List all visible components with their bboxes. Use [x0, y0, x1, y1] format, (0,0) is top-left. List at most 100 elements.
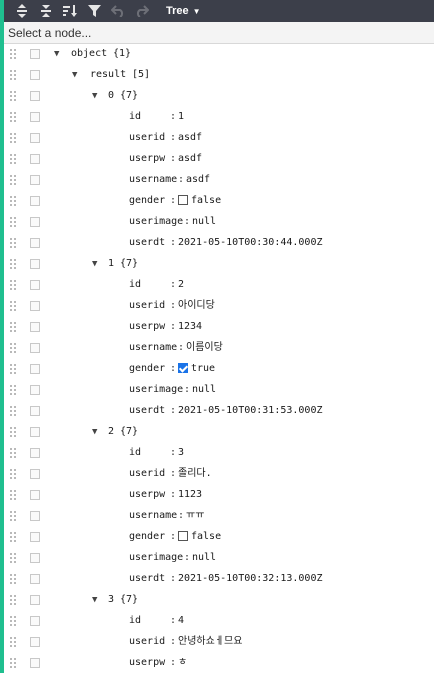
- node-key[interactable]: 3: [108, 594, 115, 605]
- expand-toggle-icon[interactable]: ▼: [92, 595, 98, 605]
- drag-handle-icon[interactable]: [10, 511, 18, 523]
- expand-toggle-icon[interactable]: ▼: [54, 49, 60, 59]
- context-menu-button[interactable]: [30, 364, 40, 374]
- field-value[interactable]: 4: [178, 615, 185, 626]
- field-value[interactable]: ㅎ: [178, 657, 188, 668]
- field-key[interactable]: username: [129, 342, 178, 353]
- mode-dropdown[interactable]: Tree ▼: [158, 1, 209, 21]
- tree-field-row[interactable]: userdt:2021-05-10T00:31:53.000Z: [4, 401, 434, 422]
- field-key[interactable]: id: [129, 447, 142, 458]
- context-menu-button[interactable]: [30, 112, 40, 122]
- node-key[interactable]: 2: [108, 426, 115, 437]
- drag-handle-icon[interactable]: [10, 532, 18, 544]
- sort-button[interactable]: [58, 1, 82, 21]
- tree-field-row[interactable]: gender:false: [4, 527, 434, 548]
- tree-field-row[interactable]: userdt:2021-05-10T00:32:13.000Z: [4, 569, 434, 590]
- drag-handle-icon[interactable]: [10, 112, 18, 124]
- field-value[interactable]: false: [191, 195, 222, 206]
- field-key[interactable]: userpw: [129, 657, 166, 668]
- field-value[interactable]: 1: [178, 111, 185, 122]
- context-menu-button[interactable]: [30, 658, 40, 668]
- context-menu-button[interactable]: [30, 238, 40, 248]
- context-menu-button[interactable]: [30, 175, 40, 185]
- context-menu-button[interactable]: [30, 196, 40, 206]
- tree-field-row[interactable]: userpw:1123: [4, 485, 434, 506]
- drag-handle-icon[interactable]: [10, 217, 18, 229]
- collapse-all-button[interactable]: [34, 1, 58, 21]
- drag-handle-icon[interactable]: [10, 322, 18, 334]
- drag-handle-icon[interactable]: [10, 238, 18, 250]
- field-value[interactable]: false: [191, 531, 222, 542]
- tree-node-row[interactable]: ▼2{7}: [4, 422, 434, 443]
- field-key[interactable]: id: [129, 279, 142, 290]
- context-menu-button[interactable]: [30, 490, 40, 500]
- tree-field-row[interactable]: userid:아이디당: [4, 296, 434, 317]
- tree-node-row[interactable]: ▼1{7}: [4, 254, 434, 275]
- context-menu-button[interactable]: [30, 301, 40, 311]
- drag-handle-icon[interactable]: [10, 406, 18, 418]
- field-key[interactable]: userdt: [129, 237, 166, 248]
- tree-field-row[interactable]: gender:true: [4, 359, 434, 380]
- field-value[interactable]: 안녕하쇼ㅔ므요: [178, 636, 243, 647]
- field-value[interactable]: 2021-05-10T00:31:53.000Z: [178, 405, 323, 416]
- boolean-checkbox[interactable]: [178, 195, 188, 205]
- node-key[interactable]: 0: [108, 90, 115, 101]
- field-key[interactable]: userdt: [129, 573, 166, 584]
- drag-handle-icon[interactable]: [10, 469, 18, 481]
- tree-field-row[interactable]: id:1: [4, 107, 434, 128]
- field-value[interactable]: 아이디당: [178, 300, 215, 311]
- field-key[interactable]: id: [129, 111, 142, 122]
- tree-field-row[interactable]: userpw:ㅎ: [4, 653, 434, 673]
- field-key[interactable]: userid: [129, 300, 166, 311]
- drag-handle-icon[interactable]: [10, 49, 18, 61]
- context-menu-button[interactable]: [30, 637, 40, 647]
- context-menu-button[interactable]: [30, 154, 40, 164]
- expand-toggle-icon[interactable]: ▼: [92, 427, 98, 437]
- tree-field-row[interactable]: gender:false: [4, 191, 434, 212]
- drag-handle-icon[interactable]: [10, 595, 18, 607]
- context-menu-button[interactable]: [30, 322, 40, 332]
- field-value[interactable]: ㅠㅠ: [186, 510, 205, 521]
- expand-all-button[interactable]: [10, 1, 34, 21]
- redo-button[interactable]: [130, 1, 154, 21]
- drag-handle-icon[interactable]: [10, 616, 18, 628]
- drag-handle-icon[interactable]: [10, 196, 18, 208]
- tree-field-row[interactable]: userid:졸리다.: [4, 464, 434, 485]
- field-key[interactable]: username: [129, 174, 178, 185]
- field-value[interactable]: 졸리다.: [178, 468, 212, 479]
- field-key[interactable]: userpw: [129, 321, 166, 332]
- field-key[interactable]: userid: [129, 132, 166, 143]
- filter-button[interactable]: [82, 1, 106, 21]
- tree-node-row[interactable]: ▼0{7}: [4, 86, 434, 107]
- tree-node-row[interactable]: ▼result[5]: [4, 65, 434, 86]
- tree-node-row[interactable]: ▼object{1}: [4, 44, 434, 65]
- field-key[interactable]: gender: [129, 531, 166, 542]
- context-menu-button[interactable]: [30, 280, 40, 290]
- expand-toggle-icon[interactable]: ▼: [72, 70, 78, 80]
- drag-handle-icon[interactable]: [10, 448, 18, 460]
- field-key[interactable]: userpw: [129, 489, 166, 500]
- drag-handle-icon[interactable]: [10, 259, 18, 271]
- drag-handle-icon[interactable]: [10, 364, 18, 376]
- field-value[interactable]: 1234: [178, 321, 203, 332]
- context-menu-button[interactable]: [30, 574, 40, 584]
- field-value[interactable]: 2: [178, 279, 185, 290]
- context-menu-button[interactable]: [30, 217, 40, 227]
- field-value[interactable]: asdf: [178, 153, 203, 164]
- field-value[interactable]: 1123: [178, 489, 203, 500]
- field-value[interactable]: true: [191, 363, 216, 374]
- context-menu-button[interactable]: [30, 469, 40, 479]
- context-menu-button[interactable]: [30, 385, 40, 395]
- node-key[interactable]: object: [71, 48, 108, 59]
- context-menu-button[interactable]: [30, 532, 40, 542]
- tree-field-row[interactable]: userimage:null: [4, 380, 434, 401]
- drag-handle-icon[interactable]: [10, 70, 18, 82]
- tree-field-row[interactable]: userpw:1234: [4, 317, 434, 338]
- context-menu-button[interactable]: [30, 553, 40, 563]
- boolean-checkbox[interactable]: [178, 531, 188, 541]
- context-menu-button[interactable]: [30, 427, 40, 437]
- tree-field-row[interactable]: id:4: [4, 611, 434, 632]
- field-value[interactable]: 3: [178, 447, 185, 458]
- drag-handle-icon[interactable]: [10, 385, 18, 397]
- field-value[interactable]: 이름이당: [186, 342, 223, 353]
